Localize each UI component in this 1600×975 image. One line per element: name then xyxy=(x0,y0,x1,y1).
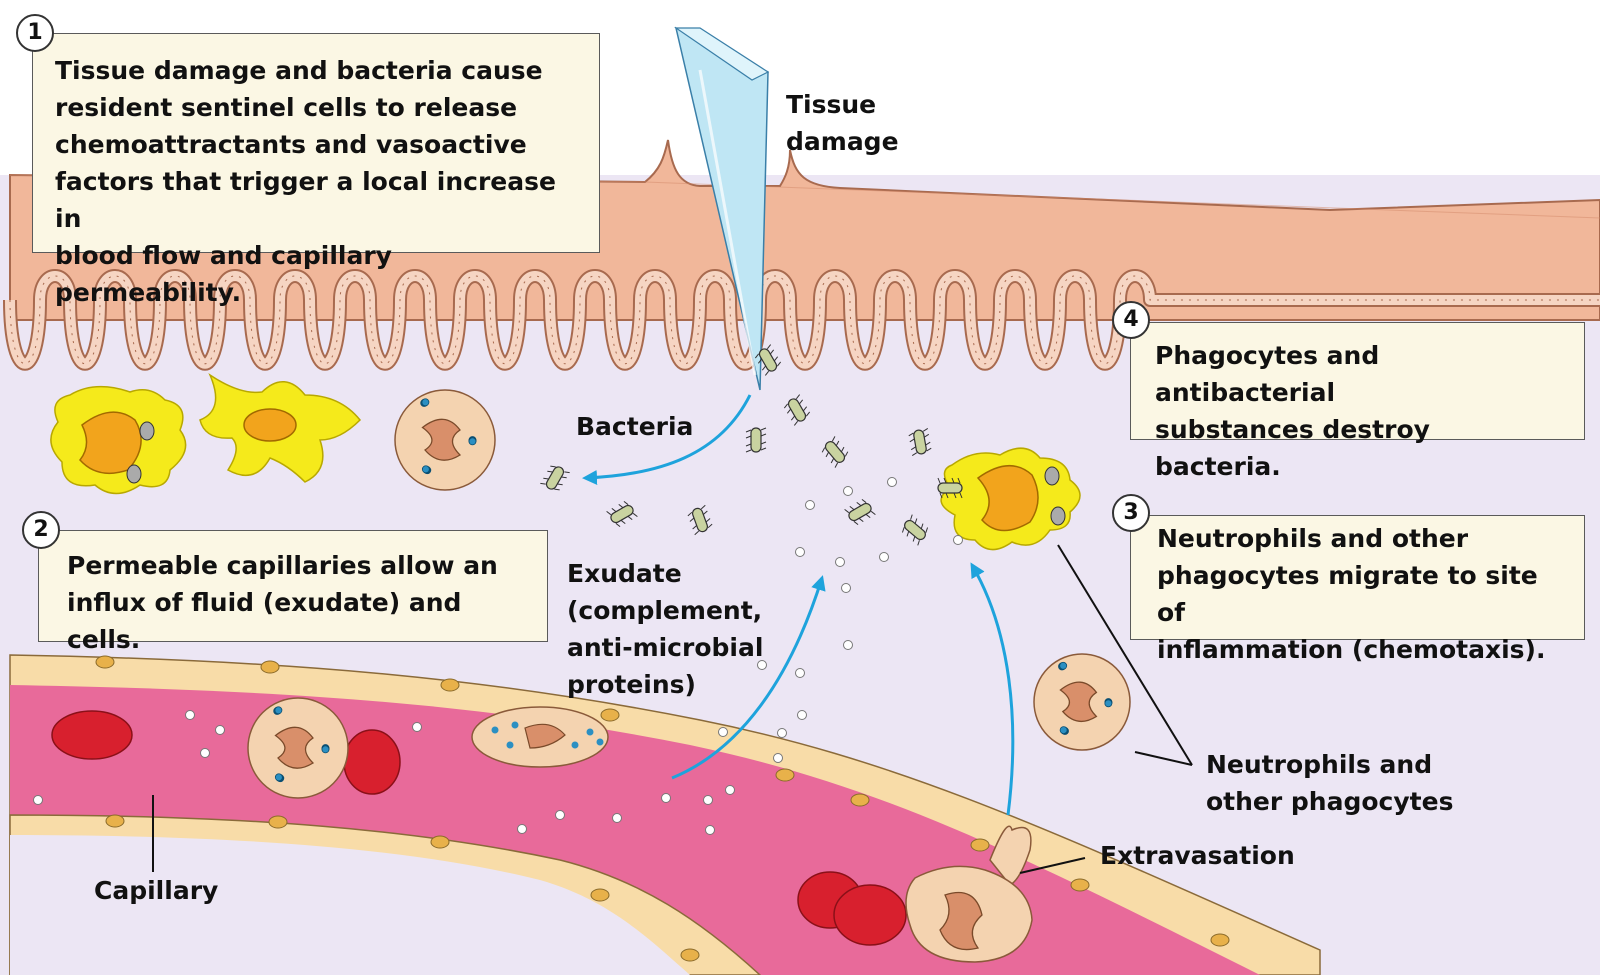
capillary-label: Capillary xyxy=(94,872,218,909)
bacteria-label: Bacteria xyxy=(576,408,693,445)
neutrophil xyxy=(248,698,348,798)
neutrophil xyxy=(1034,654,1130,750)
step-4-box: Phagocytes and antibacterial substances … xyxy=(1130,322,1585,440)
neutrophils-label: Neutrophils and other phagocytes xyxy=(1206,746,1453,820)
step-4-text: Phagocytes and antibacterial substances … xyxy=(1155,337,1560,485)
exudate-label: Exudate (complement, anti-microbial prot… xyxy=(567,555,763,703)
step-1-box: Tissue damage and bacteria cause residen… xyxy=(32,33,600,253)
step-3-number: 3 xyxy=(1112,494,1150,532)
step-3-text: Neutrophils and other phagocytes migrate… xyxy=(1157,520,1558,668)
step-4-number: 4 xyxy=(1112,301,1150,339)
step-2-number: 2 xyxy=(22,511,60,549)
tissue-damage-label: Tissue damage xyxy=(786,86,899,160)
extravasation-label: Extravasation xyxy=(1100,837,1295,874)
neutrophil xyxy=(395,390,495,490)
step-3-box: Neutrophils and other phagocytes migrate… xyxy=(1130,515,1585,640)
step-2-box: Permeable capillaries allow an influx of… xyxy=(38,530,548,642)
step-2-text: Permeable capillaries allow an influx of… xyxy=(67,547,519,658)
sentinel-cell-1 xyxy=(51,387,186,494)
step-1-text: Tissue damage and bacteria cause residen… xyxy=(55,52,577,311)
step-1-number: 1 xyxy=(16,14,54,52)
